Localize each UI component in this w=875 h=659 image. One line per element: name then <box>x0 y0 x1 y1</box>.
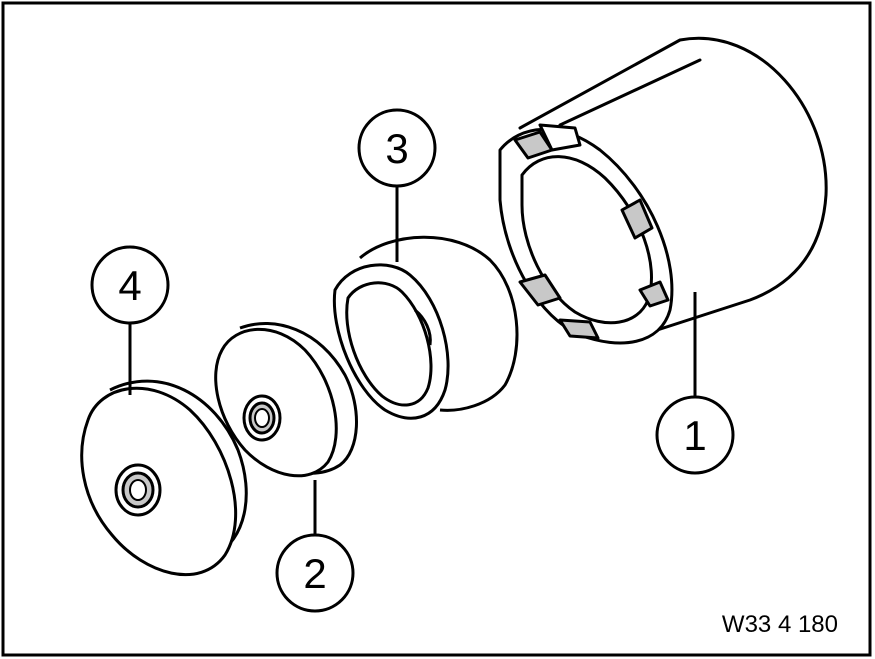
callout-3: 3 <box>357 108 437 188</box>
callout-3-label: 3 <box>385 125 408 172</box>
leader-lines <box>128 186 697 537</box>
part-2-disc <box>214 322 358 478</box>
callout-2-label: 2 <box>303 550 326 597</box>
callout-1: 1 <box>655 395 735 475</box>
callout-4-label: 4 <box>118 262 141 309</box>
callout-2: 2 <box>275 533 355 613</box>
part-4-plate <box>80 379 248 577</box>
callout-4: 4 <box>90 245 170 325</box>
part-1-sleeve <box>498 36 828 345</box>
callout-1-label: 1 <box>683 412 706 459</box>
reference-code: W33 4 180 <box>722 611 838 638</box>
part-3-ring <box>332 235 519 420</box>
